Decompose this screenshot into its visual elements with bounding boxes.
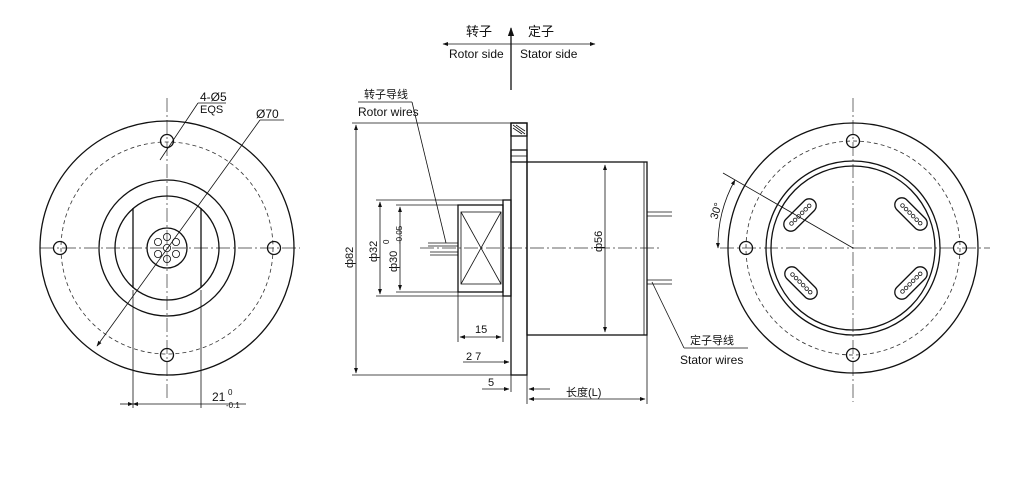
left-bolt-circle xyxy=(60,141,274,355)
width-tol-lower: -0.1 xyxy=(226,401,240,410)
rotor-wires-leader xyxy=(411,101,447,244)
rotor-wires-cn: 转子导线 xyxy=(364,87,408,101)
shaft-length-label: 15 xyxy=(475,324,487,336)
shaft-tol-lower: -0.05 xyxy=(395,225,404,244)
flange-diameter-label: ф82 xyxy=(344,247,356,268)
stator-body xyxy=(526,161,648,336)
width-label: 21 xyxy=(212,390,226,404)
rotor-side-label: Rotor side xyxy=(449,47,504,61)
angle-label: 30° xyxy=(708,201,725,221)
holes-sub-label: EQS xyxy=(200,104,223,116)
left-hub-outline xyxy=(98,179,236,317)
left-wire-bundle xyxy=(146,227,188,269)
right-body-outline xyxy=(765,160,941,336)
left-mount-holes xyxy=(52,133,282,363)
body-length-label: 长度(L) xyxy=(566,385,601,399)
terminal-slot xyxy=(784,266,818,300)
left-end-view: 4-Ø5 EQS Ø70 21 0 -0.1 xyxy=(39,90,300,410)
right-bolt-circle xyxy=(745,140,961,356)
side-view: 转子导线 Rotor wires 定子导线 Stator wires ф82 ф… xyxy=(344,87,748,404)
width-tol-upper: 0 xyxy=(228,388,233,397)
left-flange-outline xyxy=(39,120,295,376)
stator-side-label: Stator side xyxy=(520,47,578,61)
stator-wires-cn: 定子导线 xyxy=(690,333,734,347)
rotor-wires-label: Rotor wires xyxy=(358,105,419,119)
holes-label: 4-Ø5 xyxy=(200,90,227,104)
angle-arc xyxy=(715,179,736,249)
right-body-inner xyxy=(770,165,936,331)
flange-body xyxy=(510,122,528,376)
left-shaft-flats xyxy=(132,208,202,288)
stator-wires-label: Stator wires xyxy=(680,353,743,367)
terminal-slot xyxy=(894,197,928,231)
left-wire-holes xyxy=(153,232,180,263)
pcd-label: Ø70 xyxy=(256,107,279,121)
shaft-diameter-label: ф30 xyxy=(388,251,400,272)
holes-leader xyxy=(159,102,199,161)
right-end-view: 30° xyxy=(708,98,990,402)
hub-length-label: 2 7 xyxy=(466,351,481,363)
right-mount-holes xyxy=(738,133,968,363)
stator-label-cn: 定子 xyxy=(528,24,554,39)
rotor-wire-stubs xyxy=(428,242,458,256)
stator-wire-stubs xyxy=(647,211,672,285)
body-diameter-label: ф56 xyxy=(593,231,605,252)
direction-indicator: 转子 定子 Rotor side Stator side xyxy=(442,24,596,90)
terminal-slot xyxy=(783,198,817,232)
stator-wires-leader xyxy=(651,281,685,349)
pcd-diameter-line xyxy=(96,119,261,347)
shaft-tol-upper: 0 xyxy=(382,239,391,244)
angle-ray xyxy=(722,172,854,249)
terminal-slot xyxy=(894,266,928,300)
rotor-shaft xyxy=(457,204,504,293)
flange-thickness-label: 5 xyxy=(488,377,494,389)
hub-diameter-label: ф32 xyxy=(368,241,380,262)
rotor-label-cn: 转子 xyxy=(466,24,492,39)
left-shaft-outline xyxy=(114,195,220,301)
